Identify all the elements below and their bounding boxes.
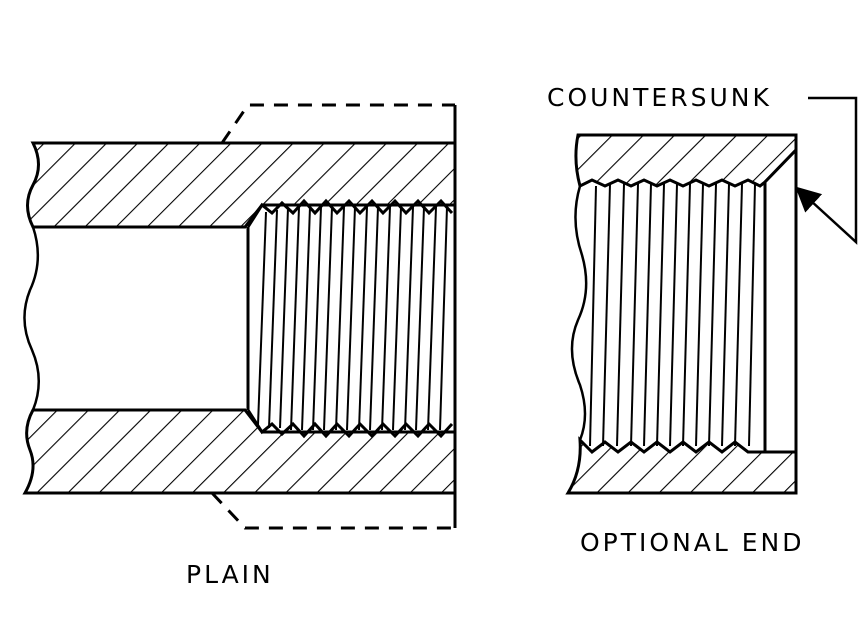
plain-label: PLAIN (186, 560, 274, 589)
countersunk-leader-line (795, 96, 858, 245)
plain-phantom-bottom (210, 491, 455, 530)
optional-top-wall (574, 133, 798, 189)
optional-end-view (565, 96, 858, 495)
plain-thread-crest-bottom (246, 409, 454, 439)
countersunk-label: COUNTERSUNK (547, 83, 772, 112)
plain-phantom-top (220, 103, 455, 144)
plain-bottom-wall (22, 408, 457, 495)
plain-end-view (22, 103, 457, 530)
plain-thread-lines (257, 206, 448, 431)
plain-top-wall (26, 141, 457, 229)
optional-thread-lines (589, 183, 756, 447)
optional-countersink-face (763, 146, 798, 454)
optional-break-line (570, 185, 588, 441)
optional-bottom-wall (565, 436, 798, 495)
plain-bore-break-line (23, 226, 40, 411)
plain-thread-crest-top (246, 198, 454, 228)
optional-end-label: OPTIONAL END (580, 528, 805, 557)
